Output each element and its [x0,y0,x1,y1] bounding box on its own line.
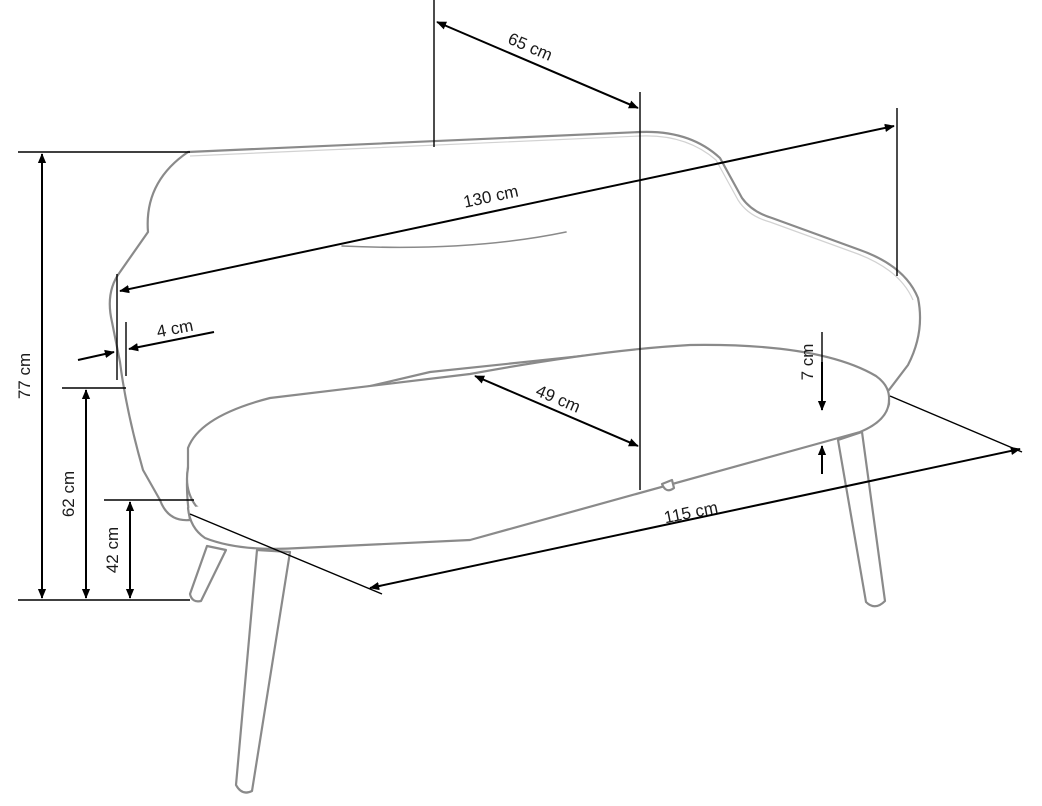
leg-back-right [836,430,887,608]
dim-label-115: 115 cm [662,498,719,527]
leg-back-left [188,544,228,603]
dim-line-65 [436,21,639,109]
dim-line-130 [119,123,895,294]
dim-line-4-inner [128,331,215,352]
dimension-annotations: 65 cm 130 cm 4 cm 49 cm 7 cm 115 cm 77 c… [15,0,1023,601]
dim-label-77: 77 cm [15,353,34,399]
ext-line-115-right [889,395,1023,453]
dim-label-65: 65 cm [505,29,555,65]
dim-label-62: 62 cm [59,471,78,517]
dim-line-49 [474,375,639,447]
dim-label-7: 7 cm [798,344,817,381]
dim-line-4-outer [77,349,115,361]
dim-line-115 [369,446,1021,591]
ext-line-115-left [189,513,383,595]
dim-label-42: 42 cm [103,527,122,573]
leg-front-left [234,548,292,794]
sofa-drawing [108,130,922,794]
